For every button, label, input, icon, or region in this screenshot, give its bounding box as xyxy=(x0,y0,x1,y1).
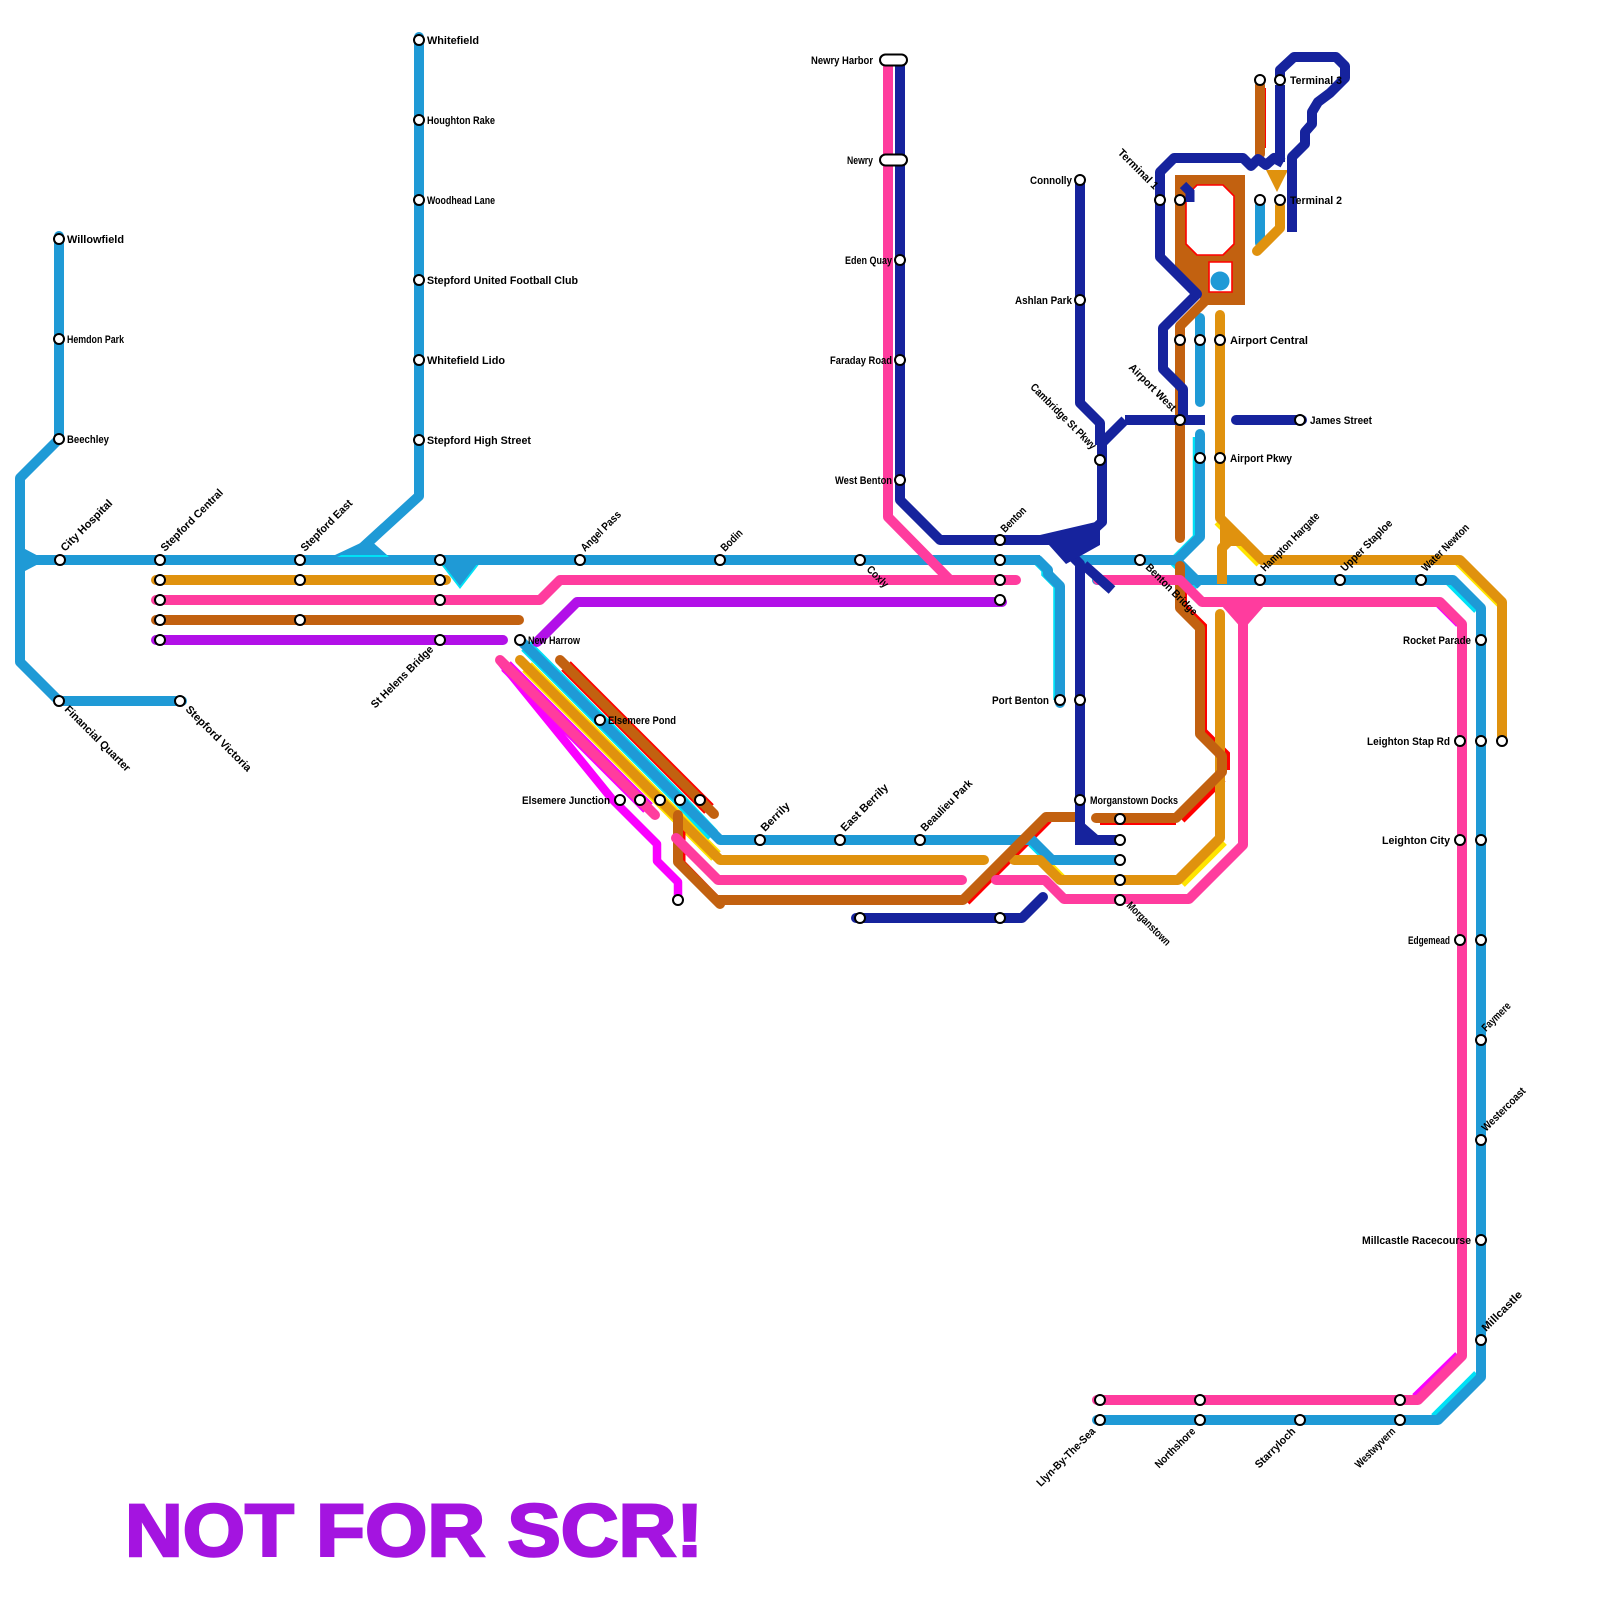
svg-text:James Street: James Street xyxy=(1310,415,1372,427)
svg-text:Ashlan Park: Ashlan Park xyxy=(1015,295,1073,307)
svg-text:Newry Harbor: Newry Harbor xyxy=(811,55,874,67)
svg-text:Leighton Stap Rd: Leighton Stap Rd xyxy=(1367,736,1450,748)
svg-text:Terminal 2: Terminal 2 xyxy=(1290,195,1342,207)
svg-text:Elsemere Junction: Elsemere Junction xyxy=(522,795,610,807)
svg-text:Stepford United Football Club: Stepford United Football Club xyxy=(427,275,578,287)
svg-text:Stepford High Street: Stepford High Street xyxy=(427,435,531,447)
svg-text:Whitefield Lido: Whitefield Lido xyxy=(427,355,505,367)
svg-text:Faraday Road: Faraday Road xyxy=(830,355,892,367)
svg-text:West Benton: West Benton xyxy=(835,475,892,487)
svg-text:Eden Quay: Eden Quay xyxy=(845,255,893,267)
svg-text:NOT FOR SCR!: NOT FOR SCR! xyxy=(125,1489,703,1572)
svg-text:Connolly: Connolly xyxy=(1030,175,1073,187)
svg-text:Woodhead Lane: Woodhead Lane xyxy=(427,195,495,207)
svg-text:Elsemere Pond: Elsemere Pond xyxy=(608,715,676,727)
svg-text:Terminal 3: Terminal 3 xyxy=(1290,75,1342,87)
svg-text:Port Benton: Port Benton xyxy=(992,695,1049,707)
svg-text:Willowfield: Willowfield xyxy=(67,234,124,246)
svg-text:Beechley: Beechley xyxy=(67,434,110,446)
svg-text:Morganstown Docks: Morganstown Docks xyxy=(1090,795,1178,807)
svg-text:New Harrow: New Harrow xyxy=(528,635,580,647)
svg-text:Rocket Parade: Rocket Parade xyxy=(1403,635,1471,647)
svg-text:Airport Pkwy: Airport Pkwy xyxy=(1230,453,1293,465)
svg-text:Newry: Newry xyxy=(847,155,874,167)
svg-text:Whitefield: Whitefield xyxy=(427,35,479,47)
svg-text:Leighton City: Leighton City xyxy=(1382,835,1451,847)
svg-text:Airport Central: Airport Central xyxy=(1230,335,1308,347)
svg-text:Houghton Rake: Houghton Rake xyxy=(427,115,495,127)
svg-text:Edgemead: Edgemead xyxy=(1408,935,1450,947)
svg-text:Millcastle Racecourse: Millcastle Racecourse xyxy=(1362,1235,1471,1247)
svg-text:Hemdon Park: Hemdon Park xyxy=(67,334,125,346)
